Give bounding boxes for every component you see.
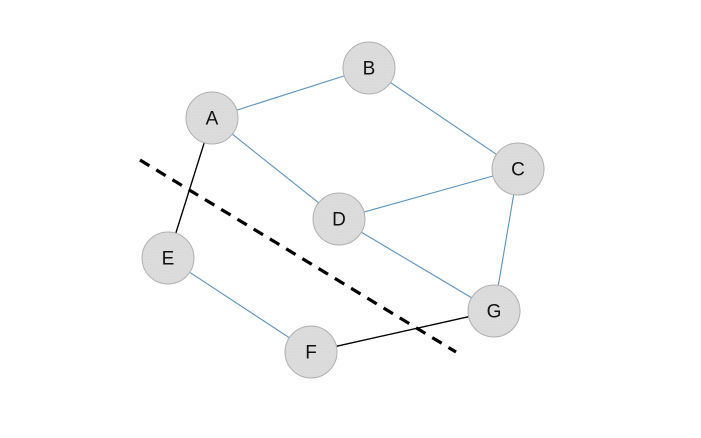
graph-edge-c-g	[497, 194, 515, 286]
node-label-a: A	[206, 109, 219, 130]
node-label-f: F	[305, 343, 317, 364]
node-circle-e[interactable]	[141, 231, 195, 285]
node-circle-a[interactable]	[185, 91, 239, 145]
edges-layer	[175, 75, 515, 348]
node-label-c: C	[511, 160, 525, 181]
graph-node-b[interactable]: B	[342, 41, 396, 95]
graph-edge-a-e	[175, 142, 205, 234]
node-circle-g[interactable]	[467, 284, 521, 338]
graph-edge-a-d	[231, 133, 320, 204]
graph-node-a[interactable]: A	[185, 91, 239, 145]
graph-node-f[interactable]: F	[284, 325, 338, 379]
node-label-d: D	[332, 210, 346, 231]
graph-edge-d-g	[360, 231, 473, 299]
graph-edge-f-g	[335, 315, 470, 348]
graph-edge-d-c	[363, 175, 494, 213]
node-circle-c[interactable]	[491, 142, 545, 196]
graph-edge-e-f	[189, 271, 290, 339]
cut-line	[139, 158, 457, 354]
graph-node-c[interactable]: C	[491, 142, 545, 196]
graph-edge-b-c	[389, 82, 498, 155]
node-circle-b[interactable]	[342, 41, 396, 95]
node-label-e: E	[162, 249, 175, 270]
cut-line-layer	[139, 158, 457, 354]
graph-node-g[interactable]: G	[467, 284, 521, 338]
node-label-g: G	[487, 302, 502, 323]
nodes-layer: A B C D E F G	[141, 41, 545, 379]
graph-node-e[interactable]: E	[141, 231, 195, 285]
graph-edge-a-b	[236, 75, 345, 111]
node-circle-f[interactable]	[284, 325, 338, 379]
node-circle-d[interactable]	[312, 192, 366, 246]
node-label-b: B	[363, 59, 376, 80]
graph-node-d[interactable]: D	[312, 192, 366, 246]
